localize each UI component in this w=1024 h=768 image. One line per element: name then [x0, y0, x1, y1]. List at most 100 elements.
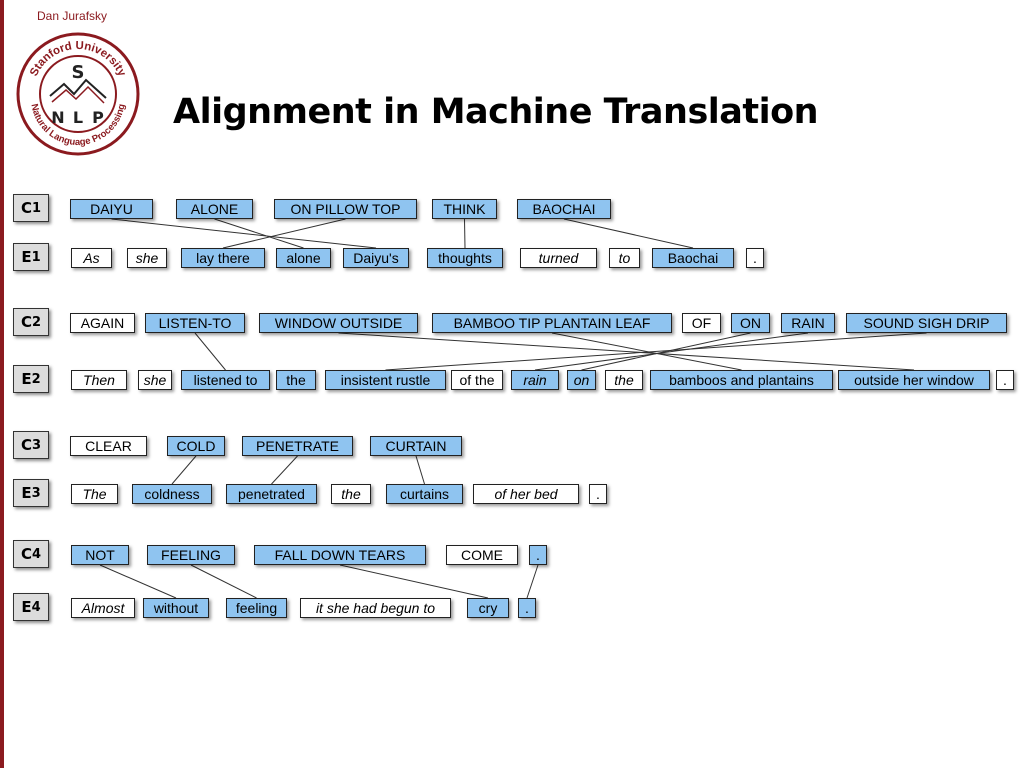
english-token: Daiyu's — [343, 248, 409, 268]
row-label-letter: E — [21, 484, 32, 502]
chinese-token: OF — [682, 313, 721, 333]
english-token: alone — [276, 248, 331, 268]
row-label-index: 1 — [31, 200, 42, 216]
english-token: without — [143, 598, 209, 618]
chinese-token: COLD — [167, 436, 225, 456]
english-token: Almost — [71, 598, 135, 618]
chinese-token: FALL DOWN TEARS — [254, 545, 426, 565]
chinese-token: COME — [446, 545, 518, 565]
chinese-token: DAIYU — [70, 199, 153, 219]
chinese-token: FEELING — [147, 545, 235, 565]
english-token: she — [138, 370, 172, 390]
alignment-line — [171, 455, 197, 485]
english-token: As — [71, 248, 112, 268]
chinese-token: WINDOW OUTSIDE — [259, 313, 418, 333]
logo-letter-n: N — [51, 108, 64, 127]
english-token: Then — [71, 370, 127, 390]
alignment-line — [111, 218, 377, 249]
english-token: of the — [451, 370, 503, 390]
english-token: it she had begun to — [300, 598, 451, 618]
row-label-index: 2 — [31, 371, 41, 387]
row-label-letter: E — [21, 248, 32, 266]
row-label-index: 2 — [31, 314, 42, 330]
row-label-letter: C — [20, 436, 32, 454]
row-label-letter: C — [20, 199, 32, 217]
english-token: to — [609, 248, 640, 268]
alignment-line — [194, 332, 226, 371]
alignment-line — [551, 332, 742, 371]
row-label-letter: E — [21, 370, 32, 388]
row-label-index: 3 — [31, 485, 41, 501]
english-token: penetrated — [226, 484, 317, 504]
chinese-token: PENETRATE — [242, 436, 353, 456]
row-label-index: 3 — [31, 437, 42, 453]
alignment-line — [214, 218, 304, 249]
chinese-token: CURTAIN — [370, 436, 462, 456]
chinese-token: ON PILLOW TOP — [274, 199, 417, 219]
english-token: bamboos and plantains — [650, 370, 833, 390]
english-token: the — [605, 370, 643, 390]
alignment-line — [415, 455, 425, 485]
slide-accent-bar — [0, 0, 4, 768]
slide-title: Alignment in Machine Translation — [173, 92, 819, 132]
chinese-token: AGAIN — [70, 313, 135, 333]
alignment-line — [534, 332, 809, 371]
english-token: Baochai — [652, 248, 734, 268]
english-token: cry — [467, 598, 509, 618]
alignment-line — [581, 332, 751, 371]
english-token: coldness — [132, 484, 212, 504]
chinese-token: BAOCHAI — [517, 199, 611, 219]
english-token: curtains — [386, 484, 463, 504]
english-token: . — [996, 370, 1014, 390]
chinese-token: CLEAR — [70, 436, 147, 456]
chinese-token: NOT — [71, 545, 129, 565]
english-token: listened to — [181, 370, 270, 390]
alignment-line — [271, 455, 298, 485]
english-token: feeling — [226, 598, 287, 618]
english-token: turned — [520, 248, 597, 268]
row-label-letter: C — [20, 313, 32, 331]
english-token: . — [518, 598, 536, 618]
chinese-token: . — [529, 545, 547, 565]
chinese-token: ALONE — [176, 199, 253, 219]
chinese-token: LISTEN-TO — [145, 313, 245, 333]
logo-letter-p: P — [92, 108, 104, 127]
english-token: the — [276, 370, 316, 390]
english-token: . — [746, 248, 764, 268]
english-token: insistent rustle — [325, 370, 446, 390]
alignment-line — [339, 564, 489, 599]
alignment-line — [464, 218, 466, 249]
chinese-token: ON — [731, 313, 770, 333]
english-token: thoughts — [427, 248, 503, 268]
english-token: The — [71, 484, 118, 504]
english-token: of her bed — [473, 484, 579, 504]
stanford-nlp-logo: Stanford University Natural Language Pro… — [16, 32, 140, 156]
english-token: on — [567, 370, 596, 390]
english-token: the — [331, 484, 371, 504]
alignment-line — [99, 564, 177, 599]
row-label-index: 1 — [31, 249, 41, 265]
alignment-line — [526, 564, 539, 599]
chinese-token: SOUND SIGH DRIP — [846, 313, 1007, 333]
alignment-line — [222, 218, 346, 249]
english-token: rain — [511, 370, 559, 390]
english-token: she — [127, 248, 167, 268]
author-name: Dan Jurafsky — [37, 9, 108, 23]
chinese-token: BAMBOO TIP PLANTAIN LEAF — [432, 313, 672, 333]
logo-letter-l: L — [73, 108, 83, 127]
row-label-letter: E — [21, 598, 32, 616]
alignment-line — [563, 218, 694, 249]
row-label-index: 4 — [31, 599, 41, 615]
alignment-line — [190, 564, 257, 599]
row-label-letter: C — [20, 545, 32, 563]
